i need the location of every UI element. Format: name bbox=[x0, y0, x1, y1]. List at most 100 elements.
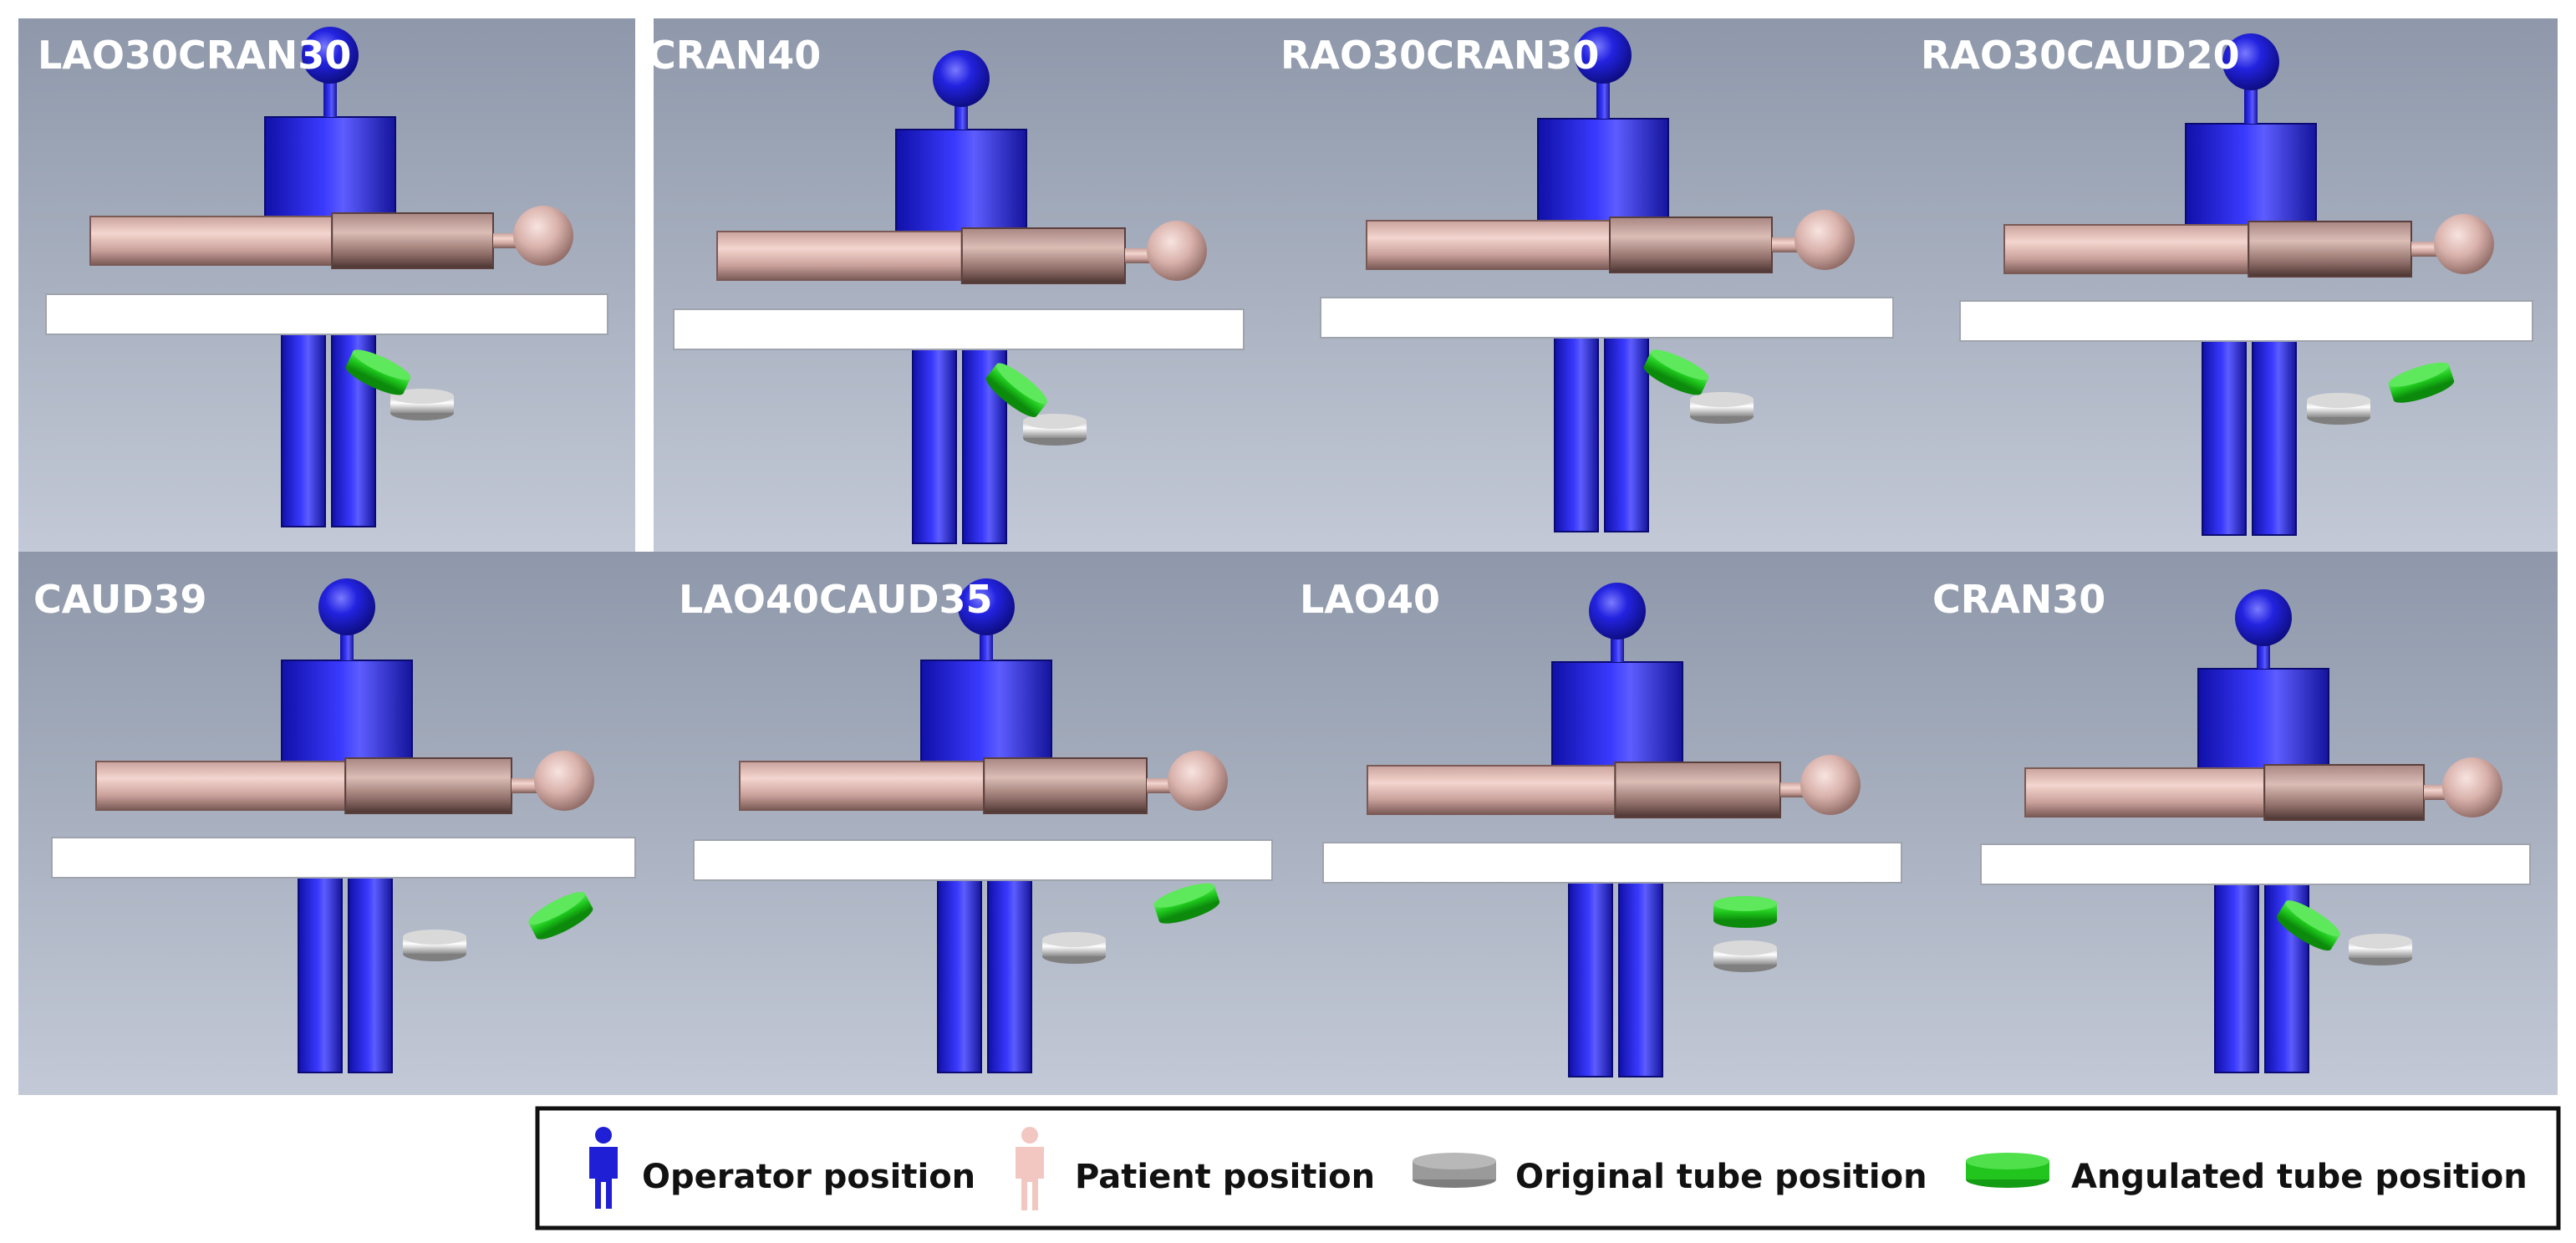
patient-neck bbox=[1147, 778, 1173, 793]
panel-label: RAO30CRAN30 bbox=[1280, 33, 1599, 78]
legend-label-operator: Operator position bbox=[642, 1158, 975, 1196]
patient-head bbox=[513, 206, 573, 266]
operator-leg bbox=[331, 318, 376, 527]
panel-label: LAO30CRAN30 bbox=[38, 33, 351, 78]
original-tube bbox=[1042, 932, 1106, 964]
original-tube bbox=[1713, 940, 1777, 972]
operator-leg bbox=[912, 334, 957, 544]
angulated-tube bbox=[2388, 362, 2455, 403]
angulated-tube bbox=[2276, 900, 2340, 951]
operator-leg bbox=[1604, 322, 1649, 532]
angulated-tube-shape bbox=[2388, 362, 2455, 403]
operator-head bbox=[933, 50, 990, 107]
operator-leg bbox=[281, 318, 326, 527]
operator-leg bbox=[348, 862, 393, 1073]
patient-legs bbox=[1367, 765, 1616, 815]
patient-neck bbox=[1780, 782, 1805, 797]
legend-box bbox=[535, 1106, 2561, 1230]
patient-table bbox=[1322, 842, 1902, 884]
operator-head bbox=[318, 578, 375, 635]
patient-table bbox=[1980, 843, 2531, 885]
panel-backgrounds bbox=[18, 18, 2558, 1095]
angulated-tube-shape bbox=[2276, 900, 2340, 951]
angulated-tube-shape bbox=[1643, 349, 1709, 395]
patient-head bbox=[2442, 757, 2502, 818]
patient-neck bbox=[493, 233, 518, 248]
operator-leg bbox=[1568, 867, 1613, 1077]
operator-leg bbox=[937, 864, 982, 1073]
panel-label: CRAN30 bbox=[1932, 577, 2105, 622]
panel-label: LAO40 bbox=[1300, 577, 1440, 622]
green-tube-icon bbox=[1966, 1153, 2049, 1188]
operator-head bbox=[302, 27, 359, 84]
angulated-tube bbox=[1153, 883, 1220, 924]
angulated-tube-shape bbox=[985, 363, 1047, 418]
patient-table bbox=[1959, 300, 2533, 342]
angulated-tube-shape bbox=[345, 349, 411, 395]
original-tube bbox=[403, 930, 466, 961]
operator-leg bbox=[2214, 869, 2259, 1073]
patient-table bbox=[1320, 297, 1894, 339]
patient-table bbox=[45, 293, 608, 335]
original-tube bbox=[1023, 414, 1087, 446]
patient-neck bbox=[1772, 237, 1800, 252]
operator-leg bbox=[1554, 322, 1599, 532]
gray-tube-icon bbox=[1413, 1153, 1496, 1188]
patient-neck bbox=[2424, 785, 2447, 800]
panel-2: CRAN40 bbox=[648, 33, 1245, 544]
panel-label: RAO30CAUD20 bbox=[1921, 33, 2240, 78]
operator-head bbox=[1589, 583, 1646, 639]
original-tube bbox=[390, 389, 454, 420]
patient-table bbox=[51, 837, 636, 879]
patient-person-icon bbox=[1016, 1127, 1044, 1210]
patient-head bbox=[2434, 214, 2494, 274]
legend-label-angulated-tube: Angulated tube position bbox=[2071, 1158, 2528, 1196]
operator-head bbox=[2222, 33, 2279, 90]
patient-legs bbox=[95, 761, 347, 811]
legend-label-patient: Patient position bbox=[1075, 1158, 1375, 1196]
patient-neck bbox=[2411, 242, 2439, 257]
patient-torso bbox=[2263, 764, 2425, 821]
patient-torso bbox=[331, 212, 495, 269]
angulated-tube-shape bbox=[528, 891, 593, 940]
panel-label: CRAN40 bbox=[648, 33, 821, 78]
patient-head bbox=[1800, 755, 1861, 815]
operator-person-icon bbox=[589, 1127, 618, 1209]
angulated-tube bbox=[528, 891, 593, 940]
panel-5: CAUD39 bbox=[33, 577, 636, 1073]
angulated-tube-shape bbox=[1153, 883, 1220, 924]
operator-head bbox=[2235, 589, 2292, 646]
patient-torso bbox=[344, 757, 513, 814]
panel-3: RAO30CRAN30 bbox=[1280, 27, 1894, 532]
patient-torso bbox=[2248, 221, 2412, 278]
operator-head bbox=[1575, 27, 1632, 84]
panel-6: LAO40CAUD35 bbox=[679, 577, 1273, 1073]
panel-4: RAO30CAUD20 bbox=[1921, 33, 2533, 536]
legend-item-operator: Operator position bbox=[589, 1127, 975, 1209]
patient-head bbox=[534, 751, 594, 811]
patient-torso bbox=[983, 757, 1148, 814]
angulated-tube-shape bbox=[1713, 896, 1777, 928]
angulated-tube bbox=[985, 363, 1047, 418]
patient-legs bbox=[1366, 220, 1611, 270]
operator-leg bbox=[1618, 867, 1663, 1077]
legend-item-angulated-tube: Angulated tube position bbox=[1966, 1153, 2528, 1196]
patient-head bbox=[1795, 210, 1855, 270]
original-tube bbox=[1690, 392, 1754, 424]
patient-legs bbox=[739, 761, 985, 811]
panel-scenes: LAO30CRAN30 CRAN40 RAO30CRAN30 RAO30CAUD20C… bbox=[33, 27, 2533, 1077]
patient-neck bbox=[512, 778, 539, 793]
operator-leg bbox=[2202, 325, 2247, 536]
patient-head bbox=[1168, 751, 1228, 811]
legend-item-original-tube: Original tube position bbox=[1413, 1153, 1927, 1196]
patient-torso bbox=[960, 227, 1127, 284]
patient-legs bbox=[716, 231, 963, 281]
angulated-tube bbox=[1713, 896, 1777, 928]
original-tube bbox=[2349, 934, 2412, 965]
panel-7: LAO40 bbox=[1300, 577, 1902, 1077]
patient-torso bbox=[1609, 217, 1773, 273]
original-tube bbox=[2307, 393, 2370, 425]
panel-1: LAO30CRAN30 bbox=[38, 27, 608, 527]
patient-torso bbox=[1614, 762, 1782, 818]
